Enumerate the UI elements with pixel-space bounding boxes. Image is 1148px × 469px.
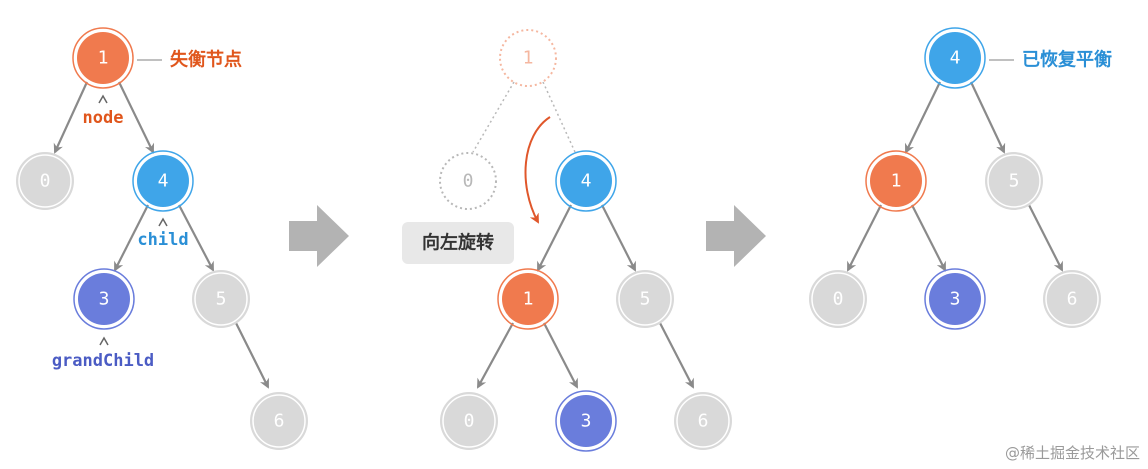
tree-node-3: 3	[73, 268, 135, 330]
node-value: 0	[833, 289, 844, 310]
edge-5-6	[235, 322, 269, 389]
tree-node-0: 0	[440, 392, 498, 450]
tree-node-4: 4	[555, 150, 617, 212]
ghost-node-0: 0	[439, 152, 497, 210]
panel-before-rotation: 1 0 4 3 5 6 失衡节点	[16, 27, 308, 450]
tree-node-4: 4	[924, 27, 986, 89]
tree-node-1: 1	[72, 27, 134, 89]
edge-1-3	[543, 322, 578, 389]
edge-4-3	[114, 204, 149, 272]
tree-node-0: 0	[809, 270, 867, 328]
edge-4-1	[904, 81, 941, 154]
annotation-unbalanced: 失衡节点	[170, 49, 242, 71]
node-value: 6	[698, 411, 709, 432]
node-value: 0	[464, 411, 475, 432]
edge-1-0	[847, 204, 882, 272]
tree-node-4: 4	[132, 150, 194, 212]
ghost-edge-1-0	[472, 81, 515, 153]
rotation-arrow-icon	[524, 116, 551, 224]
ghost-edge-1-4	[542, 81, 576, 153]
node-value: 1	[891, 171, 902, 192]
node-value: 4	[950, 48, 961, 69]
rotate-label: 向左旋转	[422, 232, 494, 254]
edge-4-5	[601, 204, 636, 272]
node-value: 4	[581, 171, 592, 192]
edge-4-5	[178, 204, 214, 272]
tree-node-5: 5	[985, 152, 1043, 210]
tree-node-6: 6	[674, 392, 732, 450]
edge-1-3	[911, 204, 946, 272]
panel-after-rotation: 4 1 5 0 3 6 已恢复平衡	[809, 27, 1112, 330]
node-value: 6	[1067, 289, 1078, 310]
caret-up-icon	[158, 217, 168, 227]
edge-5-6	[1028, 204, 1063, 272]
node-value: 0	[40, 171, 51, 192]
node-value: 1	[98, 48, 109, 69]
edge-1-0	[53, 81, 89, 154]
caret-up-icon	[99, 336, 109, 346]
node-value: 5	[216, 289, 227, 310]
tree-node-6: 6	[250, 392, 308, 450]
edge-1-0	[477, 322, 514, 389]
ghost-node-1: 1	[499, 29, 557, 87]
tree-node-6: 6	[1043, 270, 1101, 328]
node-value: 5	[1009, 171, 1020, 192]
node-value: 3	[99, 289, 110, 310]
edge-4-5	[970, 81, 1006, 154]
tree-node-3: 3	[924, 268, 986, 330]
edge-1-4	[118, 81, 155, 154]
node-value: 4	[158, 171, 169, 192]
caret-up-icon	[98, 94, 108, 104]
rotate-label-box	[402, 222, 514, 264]
step-arrow-icon	[289, 205, 349, 267]
tree-node-5: 5	[192, 270, 250, 328]
panel-rotation: 1 0 向左旋转 4 1 5	[402, 29, 732, 452]
tree-node-5: 5	[616, 270, 674, 328]
tree-node-1: 1	[865, 150, 927, 212]
node-value: 1	[523, 48, 534, 69]
label-node: node	[83, 108, 124, 128]
node-value: 3	[950, 289, 961, 310]
edge-5-6	[659, 322, 694, 389]
node-value: 6	[274, 411, 285, 432]
tree-node-1: 1	[497, 268, 559, 330]
annotation-balanced: 已恢复平衡	[1022, 49, 1112, 71]
edge-4-1	[537, 204, 572, 272]
tree-node-3: 3	[555, 390, 617, 452]
step-arrow-icon	[706, 205, 766, 267]
label-child: child	[137, 230, 188, 250]
node-value: 1	[523, 289, 534, 310]
node-value: 0	[463, 171, 474, 192]
watermark: @稀土掘金技术社区	[1004, 444, 1140, 462]
tree-node-0: 0	[16, 152, 74, 210]
node-value: 3	[581, 411, 592, 432]
label-grandchild: grandChild	[52, 351, 154, 371]
node-value: 5	[640, 289, 651, 310]
